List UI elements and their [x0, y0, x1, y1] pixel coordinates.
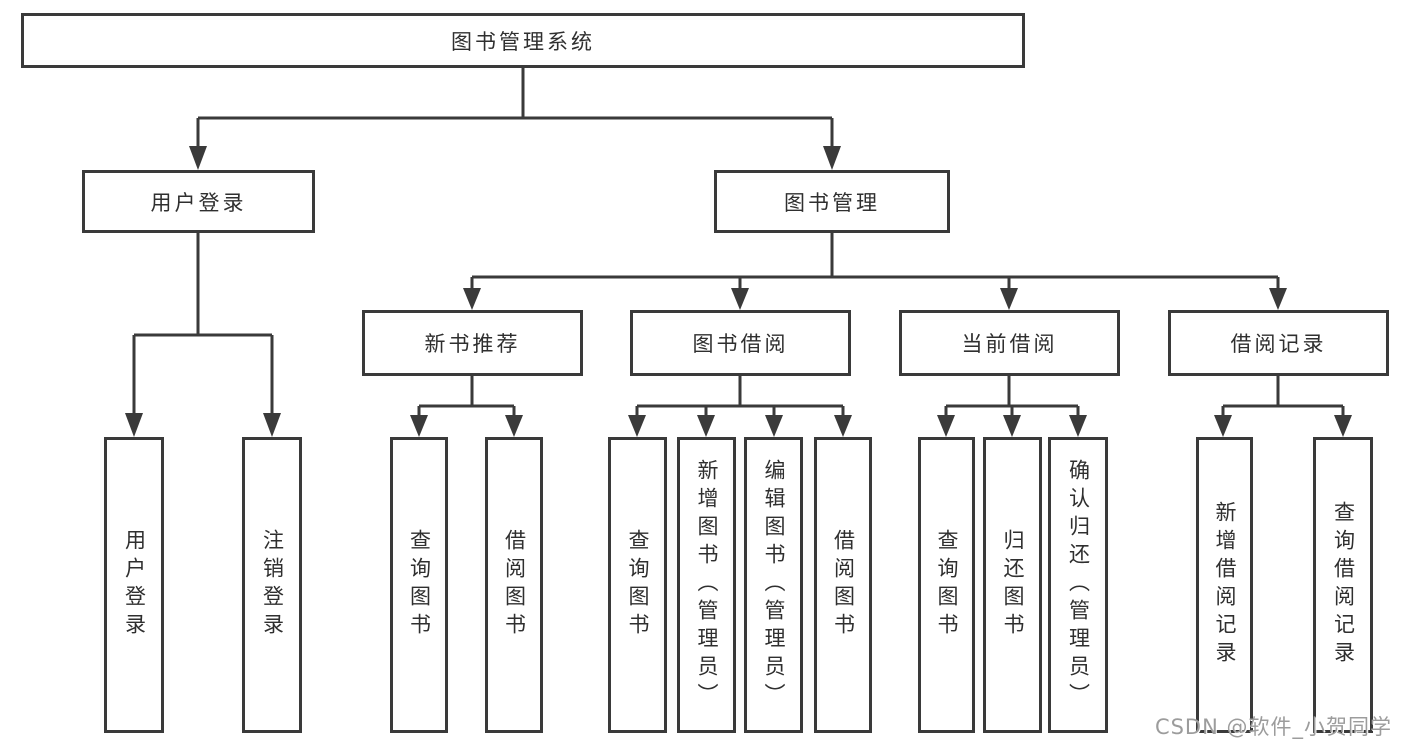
edge-root-to-level2 — [196, 68, 834, 148]
arrow-down-icon — [1069, 415, 1087, 437]
leaf-edit-books-admin: 编辑图书（管理员） — [744, 437, 803, 733]
node-library-system: 图书管理系统 — [21, 13, 1025, 68]
leaf-user-login: 用户登录 — [104, 437, 164, 733]
leaf-confirm-return-admin: 确认归还（管理员） — [1048, 437, 1108, 733]
leaf-confirm-return-admin-label: 确认归还（管理员） — [1066, 459, 1091, 711]
arrow-down-icon — [1334, 415, 1352, 437]
leaf-add-borrow-record-label: 新增借阅记录 — [1213, 501, 1238, 669]
arrow-down-icon — [697, 415, 715, 437]
leaf-current-query-books: 查询图书 — [918, 437, 975, 733]
leaf-recommend-query-books-label: 查询图书 — [407, 529, 432, 641]
leaf-recommend-borrow-books: 借阅图书 — [485, 437, 543, 733]
arrow-down-icon — [410, 415, 428, 437]
arrow-down-icon — [1003, 415, 1021, 437]
arrow-down-icon — [834, 415, 852, 437]
node-borrow-records-label: 借阅记录 — [1230, 332, 1327, 356]
node-book-borrow: 图书借阅 — [630, 310, 851, 376]
arrow-down-icon — [731, 288, 749, 310]
node-borrow-records: 借阅记录 — [1168, 310, 1389, 376]
node-book-borrow-label: 图书借阅 — [692, 332, 789, 356]
leaf-recommend-query-books: 查询图书 — [390, 437, 448, 733]
leaf-borrow-books-label: 借阅图书 — [831, 529, 856, 641]
edge-management-to-level3 — [470, 233, 1280, 290]
node-user-login: 用户登录 — [82, 170, 315, 233]
leaf-recommend-borrow-books-label: 借阅图书 — [502, 529, 527, 641]
leaf-return-books: 归还图书 — [983, 437, 1042, 733]
arrow-down-icon — [263, 413, 281, 437]
watermark: CSDN @软件_小贺同学 — [1154, 715, 1392, 739]
leaf-add-books-admin: 新增图书（管理员） — [677, 437, 736, 733]
arrow-down-icon — [937, 415, 955, 437]
arrow-down-icon — [628, 415, 646, 437]
edge-borrow-to-leaves — [635, 376, 845, 417]
leaf-query-borrow-record-label: 查询借阅记录 — [1331, 501, 1356, 669]
arrow-down-icon — [1000, 288, 1018, 310]
leaf-add-borrow-record: 新增借阅记录 — [1196, 437, 1253, 733]
leaf-add-books-admin-label: 新增图书（管理员） — [695, 459, 720, 711]
node-book-management-label: 图书管理 — [784, 190, 880, 215]
leaf-edit-books-admin-label: 编辑图书（管理员） — [762, 459, 787, 711]
edge-login-to-leaves — [132, 233, 274, 415]
node-new-book-recommend: 新书推荐 — [362, 310, 583, 376]
arrowheads — [125, 146, 1352, 437]
arrow-down-icon — [1269, 288, 1287, 310]
arrow-down-icon — [1214, 415, 1232, 437]
edge-current-to-leaves — [944, 376, 1080, 417]
node-current-borrow: 当前借阅 — [899, 310, 1120, 376]
leaf-borrow-query-books-label: 查询图书 — [626, 529, 651, 641]
arrow-down-icon — [189, 146, 207, 170]
arrow-down-icon — [765, 415, 783, 437]
leaf-logout: 注销登录 — [242, 437, 302, 733]
leaf-current-query-books-label: 查询图书 — [935, 529, 960, 641]
leaf-query-borrow-record: 查询借阅记录 — [1313, 437, 1373, 733]
arrow-down-icon — [463, 288, 481, 310]
leaf-borrow-books: 借阅图书 — [814, 437, 872, 733]
leaf-borrow-query-books: 查询图书 — [608, 437, 667, 733]
arrow-down-icon — [823, 146, 841, 170]
edge-recommend-to-leaves — [417, 376, 516, 417]
arrow-down-icon — [505, 415, 523, 437]
node-user-login-label: 用户登录 — [150, 190, 247, 215]
leaf-logout-label: 注销登录 — [260, 529, 285, 641]
node-current-borrow-label: 当前借阅 — [961, 332, 1058, 356]
leaf-user-login-label: 用户登录 — [122, 529, 147, 641]
edge-records-to-leaves — [1221, 376, 1345, 417]
node-new-book-recommend-label: 新书推荐 — [424, 332, 521, 356]
node-library-system-label: 图书管理系统 — [451, 29, 595, 54]
leaf-return-books-label: 归还图书 — [1001, 529, 1026, 641]
node-book-management: 图书管理 — [714, 170, 950, 233]
arrow-down-icon — [125, 413, 143, 437]
